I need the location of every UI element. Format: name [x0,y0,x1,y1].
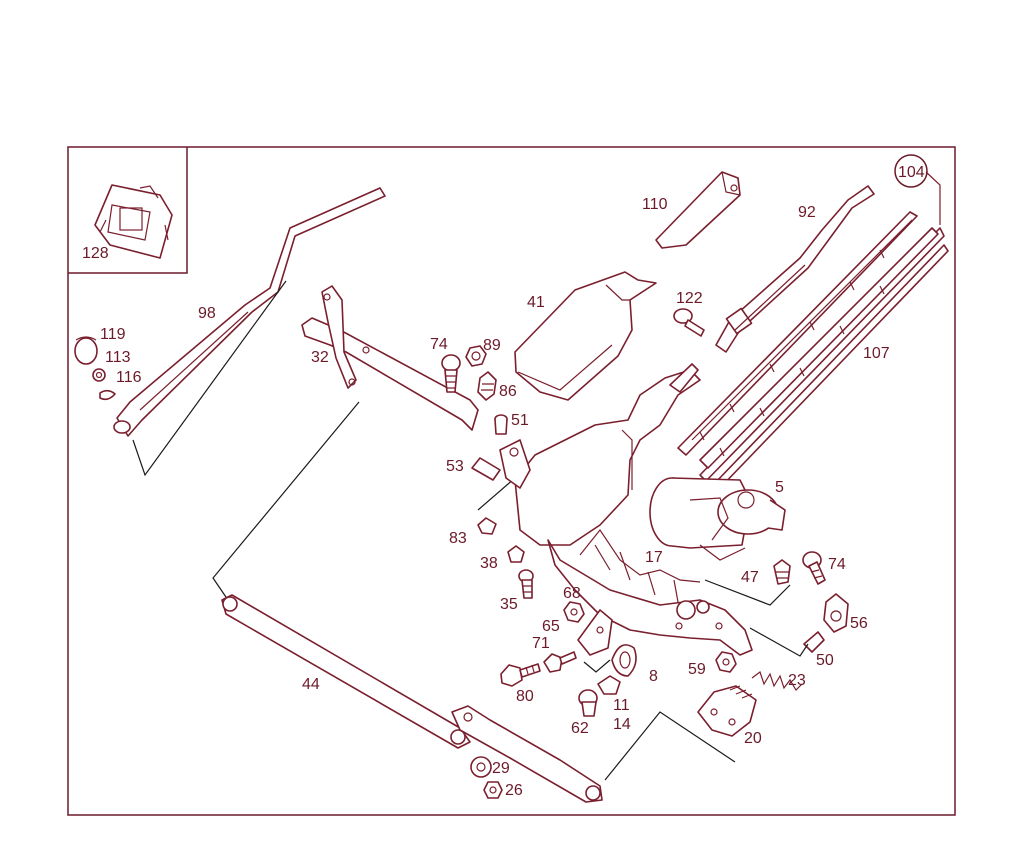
part-110-cover [655,171,741,249]
label-41: 41 [527,294,545,311]
label-113: 113 [105,349,131,366]
label-110: 110 [642,196,668,213]
label-128: 128 [82,245,109,262]
label-20: 20 [744,730,762,747]
part-98-wiper-arm [113,187,386,437]
part-26-nut [483,781,503,799]
part-113-washer [99,389,116,401]
label-56: 56 [850,615,868,632]
part-122-screw [673,308,705,337]
label-68: 68 [563,585,581,602]
label-32: 32 [311,349,329,366]
part-51-sleeve [494,414,508,435]
label-83: 83 [449,530,467,547]
part-74-bolt-right [802,551,826,585]
diagram-frame [67,146,956,816]
part-65-bracket [577,609,613,656]
part-62-bolt [578,689,598,717]
label-65: 65 [542,618,560,635]
part-107-wiper-blades [677,211,939,469]
part-80-bolt [500,663,541,687]
part-119-cap [74,336,98,365]
label-116: 116 [116,369,142,386]
label-14: 14 [613,716,631,733]
part-86-grommet [477,371,497,401]
part-59-nut [715,651,737,673]
label-92: 92 [798,204,816,221]
part-53-clip [471,457,501,481]
label-8: 8 [649,668,658,685]
part-35-screw [518,569,534,599]
label-122: 122 [676,290,703,307]
part-74-bolt [441,354,461,393]
label-51: 51 [511,412,529,429]
label-35: 35 [500,596,518,613]
part-32-bracket [301,285,479,431]
label-71: 71 [532,635,550,652]
part-47-grommet [773,559,791,585]
part-38-bush [507,545,525,563]
inset-frame [68,147,188,274]
label-17: 17 [645,549,663,566]
label-98: 98 [198,305,216,322]
label-119: 119 [100,326,126,343]
label-29: 29 [492,760,510,777]
part-104-callout-circle [894,154,928,188]
label-44: 44 [302,676,320,693]
part-92-wiper-arm [715,185,875,353]
part-71-bolt [543,651,577,673]
part-56-connector [823,593,849,633]
part-29-washer [470,756,492,778]
label-50: 50 [816,652,834,669]
label-38: 38 [480,555,498,572]
part-128-connector [94,184,173,259]
label-47: 47 [741,569,759,586]
part-89-nut [465,345,487,367]
label-74-left: 74 [430,336,448,353]
part-11-bushing [597,675,621,695]
label-62: 62 [571,720,589,737]
label-59: 59 [688,661,706,678]
label-104: 104 [898,164,925,181]
label-11: 11 [613,697,630,714]
label-26: 26 [505,782,523,799]
part-44-connecting-rod [221,594,603,803]
label-74-right: 74 [828,556,846,573]
part-83-clip [477,517,497,535]
label-80: 80 [516,688,534,705]
part-50-sleeve [803,631,825,653]
label-89: 89 [483,337,501,354]
part-23-spring [751,671,803,691]
part-20-bracket [697,685,757,737]
part-41-pivot-cover [514,271,657,401]
part-68-nut [563,601,585,623]
part-5-wiper-motor [649,477,786,561]
label-86: 86 [499,383,517,400]
part-116-nut [92,368,106,382]
part-17-linkage-frame [499,363,753,656]
part-8-bearing [611,644,637,677]
label-5: 5 [775,479,784,496]
label-107: 107 [863,345,890,362]
label-23: 23 [788,672,806,689]
label-53: 53 [446,458,464,475]
